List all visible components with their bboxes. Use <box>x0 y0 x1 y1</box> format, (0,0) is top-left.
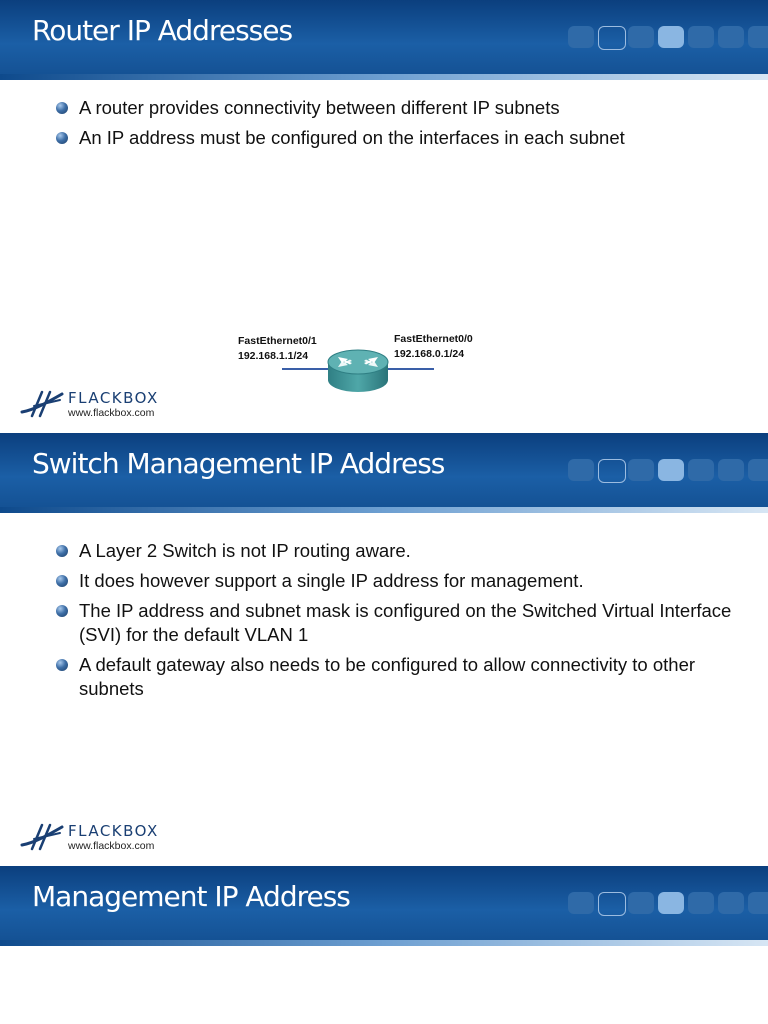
bullet-list: A Layer 2 Switch is not IP routing aware… <box>56 539 746 707</box>
bullet-icon <box>56 605 68 617</box>
bullet-icon <box>56 102 68 114</box>
right-interface-ip: 192.168.0.1/24 <box>394 348 465 360</box>
title-bar: Management IP Address <box>0 866 768 946</box>
bullet-item: A Layer 2 Switch is not IP routing aware… <box>56 539 746 563</box>
flackbox-logo-icon <box>20 390 64 418</box>
bullet-item: A router provides connectivity between d… <box>56 96 746 120</box>
flackbox-logo: FLACKBOX www.flackbox.com <box>20 388 190 422</box>
slide-title: Management IP Address <box>32 880 351 913</box>
bullet-item: An IP address must be configured on the … <box>56 126 746 150</box>
decorative-blocks <box>568 26 768 50</box>
logo-url: www.flackbox.com <box>68 407 155 419</box>
bullet-item: A default gateway also needs to be confi… <box>56 653 746 701</box>
router-icon <box>327 349 389 392</box>
bullet-icon <box>56 132 68 144</box>
right-interface-name: FastEthernet0/0 <box>394 333 473 345</box>
right-interface-label: FastEthernet0/0 192.168.0.1/24 <box>394 332 473 362</box>
bullet-icon <box>56 659 68 671</box>
left-interface-label: FastEthernet0/1 192.168.1.1/24 <box>238 334 317 364</box>
bullet-icon <box>56 575 68 587</box>
title-bar: Router IP Addresses <box>0 0 768 80</box>
left-link-line <box>282 368 328 370</box>
bullet-item: The IP address and subnet mask is config… <box>56 599 746 647</box>
router-diagram: FastEthernet0/1 192.168.1.1/24 FastEther… <box>230 330 490 400</box>
left-interface-ip: 192.168.1.1/24 <box>238 350 309 362</box>
logo-name: FLACKBOX <box>68 389 159 407</box>
slide-router-ip-addresses: Router IP Addresses A router provides co… <box>0 0 768 433</box>
logo-url: www.flackbox.com <box>68 840 155 852</box>
slide-title: Switch Management IP Address <box>32 447 445 480</box>
flackbox-logo: FLACKBOX www.flackbox.com <box>20 821 190 855</box>
slide-switch-management-ip: Switch Management IP Address A Layer 2 S… <box>0 433 768 866</box>
logo-name: FLACKBOX <box>68 822 159 840</box>
left-interface-name: FastEthernet0/1 <box>238 335 317 347</box>
title-bar: Switch Management IP Address <box>0 433 768 513</box>
flackbox-logo-icon <box>20 823 64 851</box>
bullet-item: It does however support a single IP addr… <box>56 569 746 593</box>
right-link-line <box>388 368 434 370</box>
decorative-blocks <box>568 459 768 483</box>
bullet-icon <box>56 545 68 557</box>
bullet-list: A router provides connectivity between d… <box>56 96 746 156</box>
slide-management-ip-address: Management IP Address <box>0 866 768 1024</box>
slide-title: Router IP Addresses <box>32 14 293 47</box>
decorative-blocks <box>568 892 768 916</box>
